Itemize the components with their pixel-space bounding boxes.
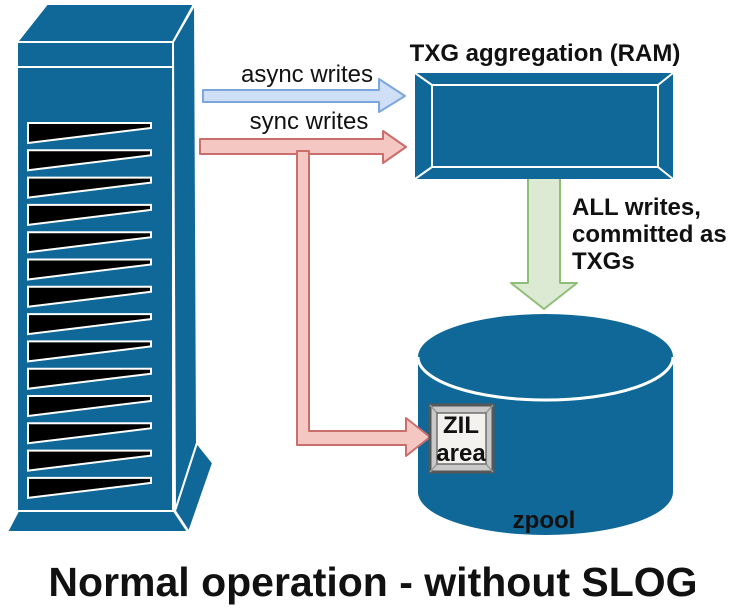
drive-slot <box>27 285 152 308</box>
server-side-face <box>171 0 199 512</box>
drive-slot <box>27 367 152 390</box>
drive-slot <box>27 313 152 336</box>
zpool-body <box>418 314 674 535</box>
commit-line1: ALL writes, <box>572 194 701 221</box>
server-base <box>5 510 190 533</box>
drive-slot <box>27 149 152 172</box>
zil-bevel-corner <box>429 463 438 473</box>
zil-label-line1: ZIL <box>443 412 479 439</box>
zpool-cylinder <box>416 314 675 535</box>
ram-bevel-corner <box>414 166 433 180</box>
async-writes-arrow <box>202 78 406 113</box>
sync-writes-label: sync writes <box>250 108 369 135</box>
ram-bevel-corner <box>414 72 433 86</box>
sync-writes-arrow <box>199 130 407 164</box>
zpool-label: zpool <box>513 507 576 534</box>
server-top-face <box>14 3 196 43</box>
zil-bevel-corner <box>485 463 494 473</box>
commit-line3: TXGs <box>572 248 635 275</box>
ram-bevel-corner <box>657 72 674 86</box>
zil-label-line2: area <box>436 440 486 467</box>
zil-bevel-corner <box>429 404 438 414</box>
ram-bevel-corner <box>657 166 674 180</box>
ram-box-inner-bevel <box>431 84 659 168</box>
drive-slot <box>27 476 152 500</box>
ram-box-label: TXG aggregation (RAM) <box>410 40 681 67</box>
diagram-title: Normal operation - without SLOG <box>48 559 697 605</box>
zpool-lid-edge <box>416 356 675 402</box>
drive-slot <box>27 422 152 445</box>
async-writes-label: async writes <box>241 61 373 88</box>
drive-slot <box>27 340 152 363</box>
drive-slot <box>27 176 152 199</box>
drive-slot <box>27 449 152 472</box>
zil-inner-panel <box>436 412 487 465</box>
drive-slot <box>27 122 152 145</box>
drive-slot <box>27 258 152 281</box>
drive-slot <box>27 231 152 254</box>
ram-box <box>414 72 674 180</box>
drive-slot <box>27 395 152 418</box>
commit-annotation: ALL writes, committed as TXGs <box>572 194 727 275</box>
zil-area-box: ZIL area <box>428 403 495 474</box>
commit-arrow <box>510 176 578 310</box>
sync-to-zil-arrow <box>296 150 431 457</box>
drive-slot <box>27 203 152 227</box>
drive-bays <box>27 122 152 500</box>
zil-bevel-corner <box>485 404 494 414</box>
server-tower <box>5 0 215 535</box>
ram-box-body <box>415 73 673 179</box>
commit-line2: committed as <box>572 221 727 248</box>
